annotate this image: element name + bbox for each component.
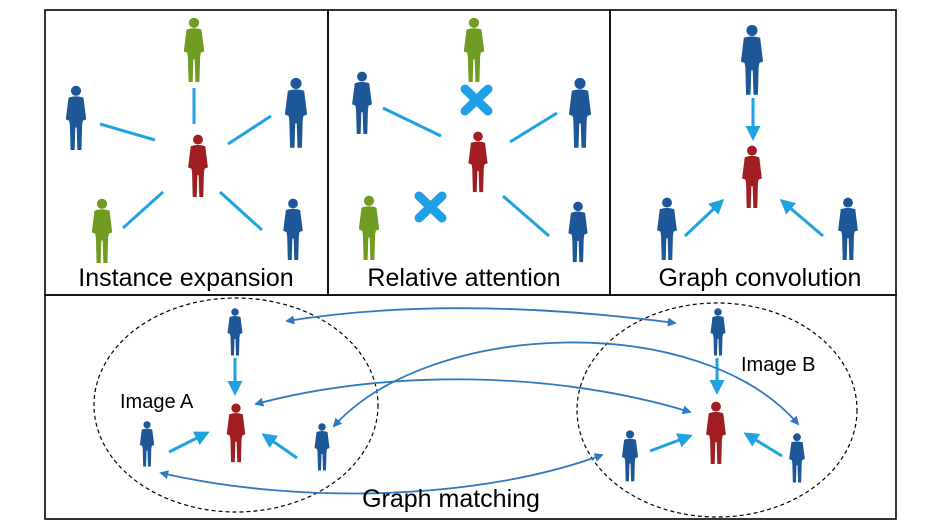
graph-matching-label: Graph matching — [362, 485, 540, 513]
edge-a-left-to-center — [168, 431, 210, 454]
edge-left-upper — [99, 122, 156, 142]
graph-a-right-person-icon — [314, 423, 330, 471]
edge-right-upper — [509, 111, 558, 144]
image-a-label: Image A — [120, 391, 194, 413]
expanded-person-top-icon — [183, 17, 205, 82]
graph-b-boundary — [576, 302, 858, 518]
edge-left-to-center — [683, 198, 725, 238]
instance-expansion-label: Instance expansion — [78, 264, 293, 292]
center-person-icon — [188, 134, 208, 198]
cross-mark-top-icon — [460, 84, 493, 116]
panel-relative-attention: Relative attention — [352, 17, 592, 292]
match-right-a-to-right-b — [332, 341, 800, 428]
relative-attention-label: Relative attention — [367, 264, 560, 292]
graph-a-center-person-icon — [226, 403, 246, 463]
expanded-person-bottom-icon — [91, 198, 113, 263]
edge-right-to-center — [779, 199, 824, 238]
edge-a-right-to-center — [261, 433, 298, 460]
neighbor-person-left-icon — [352, 71, 372, 135]
graph-b-top-person-icon — [710, 308, 726, 356]
graph-convolution-edges — [683, 98, 824, 238]
edge-right-lower — [502, 194, 550, 238]
edge-left-upper — [382, 106, 442, 138]
neighbor-person-top-icon — [740, 24, 764, 95]
graph-b-edges — [649, 358, 783, 458]
graph-b-left-person-icon — [621, 430, 639, 482]
graph-a-left-person-icon — [139, 421, 155, 467]
edge-b-right-to-center — [743, 432, 783, 458]
panel-instance-expansion-frame — [44, 9, 329, 296]
expanded-person-bottom-icon — [358, 195, 380, 260]
relative-attention-edges — [382, 106, 558, 238]
neighbor-person-right-icon — [838, 197, 858, 261]
neighbor-person-right-icon — [568, 77, 592, 148]
center-person-icon — [742, 145, 762, 209]
match-left-a-to-left-b — [159, 453, 604, 495]
neighbor-person-lower-right-icon — [283, 198, 303, 261]
graph-a-top-person-icon — [227, 308, 243, 356]
edge-left-lower — [121, 190, 165, 230]
neighbor-person-left-icon — [65, 85, 87, 150]
match-top-top — [285, 307, 677, 327]
instance-expansion-edges — [99, 88, 272, 232]
graph-convolution-label: Graph convolution — [659, 264, 862, 292]
expanded-person-top-icon — [463, 17, 485, 82]
neighbor-person-lower-right-icon — [568, 201, 588, 263]
neighbor-person-right-icon — [284, 77, 308, 148]
graph-b-right-person-icon — [789, 433, 805, 483]
edge-right-lower — [218, 190, 264, 232]
graph-b-center-person-icon — [706, 401, 726, 465]
matching-edges — [159, 307, 800, 495]
neighbor-person-left-icon — [657, 197, 677, 261]
panel-borders — [44, 9, 897, 520]
cross-mark-left-icon — [414, 191, 447, 223]
panel-graph-convolution: Graph convolution — [657, 24, 862, 292]
match-center-a-to-center-b — [254, 378, 692, 415]
center-person-icon — [468, 131, 488, 193]
edge-right-upper — [227, 114, 272, 146]
edge-b-left-to-center — [649, 433, 693, 453]
panel-graph-matching-frame — [44, 294, 897, 520]
panel-instance-expansion: Instance expansion — [65, 17, 308, 292]
image-b-label: Image B — [741, 354, 815, 376]
panel-graph-matching: Image A Image B Graph matching — [93, 297, 858, 518]
